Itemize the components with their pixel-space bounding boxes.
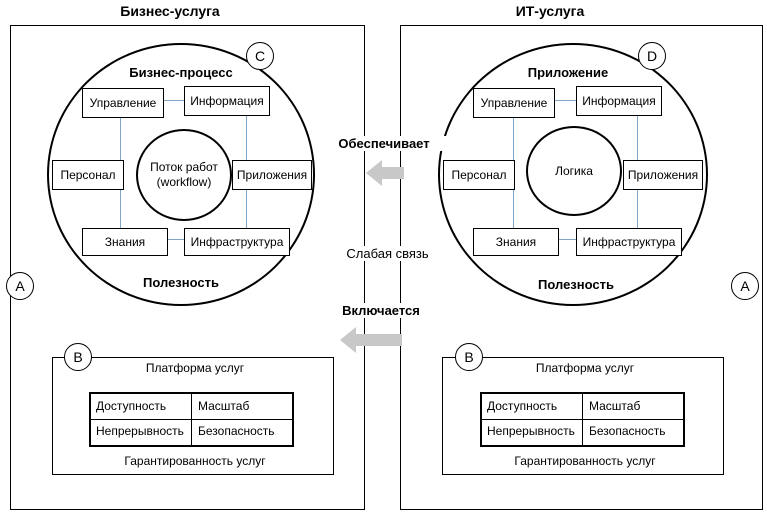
right-platform-bottom: Гарантированность услуг	[514, 454, 656, 468]
table-cell-security: Безопасность	[589, 424, 666, 438]
left-box-infrastructure: Инфраструктура	[184, 228, 290, 256]
right-box-infrastructure: Инфраструктура	[576, 228, 682, 256]
right-connector	[559, 239, 577, 240]
left-connector	[246, 116, 247, 162]
right-platform-title: Платформа услуг	[535, 361, 635, 375]
right-connector	[513, 190, 514, 228]
left-platform-bottom: Гарантированность услуг	[124, 454, 266, 468]
provides-arrow-icon	[366, 160, 404, 186]
logic-label: Логика	[555, 163, 593, 178]
table-cell-availability: Доступность	[487, 399, 558, 413]
badge-d: D	[638, 42, 666, 70]
badge-a-right: A	[731, 272, 759, 300]
workflow-label: Поток работ	[150, 160, 218, 174]
left-connector	[120, 190, 121, 228]
left-utility-label: Полезность	[143, 275, 219, 290]
badge-a-left: A	[6, 272, 34, 300]
table-cell-continuity: Непрерывность	[487, 424, 575, 438]
provides-label: Обеспечивает	[320, 136, 448, 151]
table-divider	[91, 419, 292, 420]
weak-link-label: Слабая связь	[330, 246, 445, 261]
workflow-circle: Поток работ (workflow)	[136, 129, 232, 221]
business-service-title: Бизнес-услуга	[120, 3, 220, 19]
includes-label: Включается	[322, 303, 440, 318]
left-box-knowledge: Знания	[82, 228, 168, 256]
badge-b-left: B	[64, 343, 92, 371]
table-cell-security: Безопасность	[198, 424, 275, 438]
business-process-title: Бизнес-процесс	[129, 65, 233, 80]
badge-c: C	[246, 42, 274, 70]
left-connector	[120, 118, 121, 162]
left-box-information: Информация	[184, 86, 270, 116]
table-divider	[482, 419, 683, 420]
table-cell-availability: Доступность	[96, 399, 167, 413]
left-connector	[168, 239, 186, 240]
left-box-management: Управление	[82, 88, 164, 118]
right-connector	[637, 116, 638, 162]
table-cell-scale: Масштаб	[589, 399, 641, 413]
right-box-personnel: Персонал	[443, 160, 515, 190]
application-title: Приложение	[527, 65, 609, 80]
right-connector	[637, 190, 638, 228]
logic-circle: Логика	[526, 126, 622, 216]
badge-b-right: B	[455, 343, 483, 371]
workflow-sublabel: (workflow)	[156, 175, 212, 189]
right-warranty-table: Доступность Масштаб Непрерывность Безопа…	[480, 392, 685, 447]
includes-arrow-icon	[340, 327, 402, 353]
right-connector	[513, 118, 514, 162]
right-utility-label: Полезность	[538, 277, 614, 292]
table-cell-scale: Масштаб	[198, 399, 250, 413]
left-box-applications: Приложения	[232, 160, 312, 190]
left-warranty-table: Доступность Масштаб Непрерывность Безопа…	[89, 392, 294, 447]
right-box-information: Информация	[576, 86, 662, 116]
right-connector	[555, 100, 577, 101]
left-connector	[163, 100, 185, 101]
right-box-management: Управление	[473, 88, 555, 118]
left-platform-title: Платформа услуг	[145, 361, 245, 375]
right-box-applications: Приложения	[623, 160, 703, 190]
it-service-title: ИТ-услуга	[515, 3, 585, 19]
left-connector	[246, 190, 247, 228]
left-box-personnel: Персонал	[52, 160, 124, 190]
right-box-knowledge: Знания	[473, 228, 559, 256]
table-cell-continuity: Непрерывность	[96, 424, 184, 438]
